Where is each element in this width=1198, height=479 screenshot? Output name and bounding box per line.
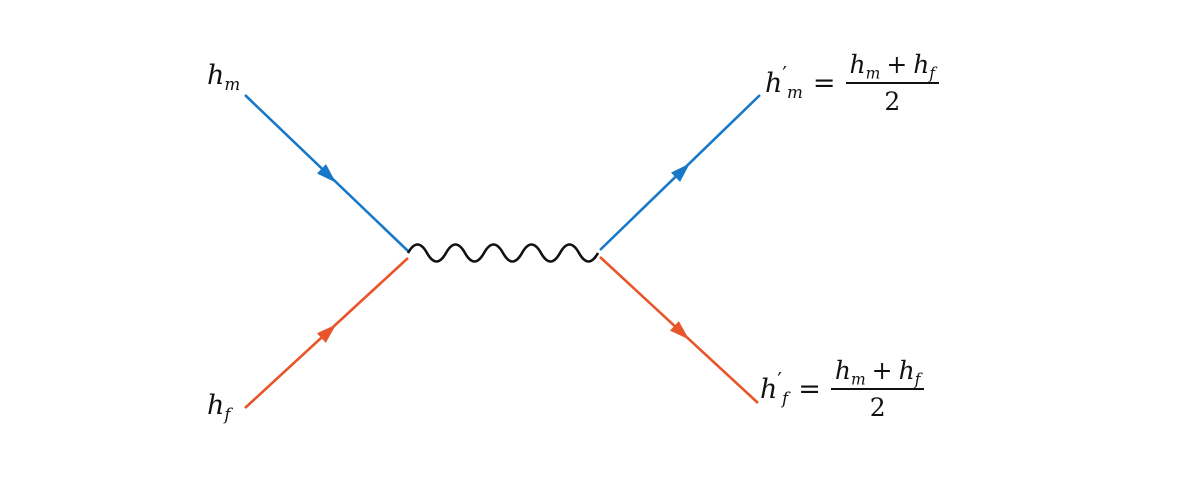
eq-top-numerator: hm+hf: [845, 50, 940, 84]
label-incoming-male: hm: [207, 60, 240, 92]
eq-bottom-num-sub1: m: [850, 370, 866, 389]
eq-top-num-h2: h: [913, 50, 930, 79]
eq-top-num-sub2: f: [929, 64, 936, 83]
eq-top-lhs-base: h: [765, 67, 783, 99]
eq-bottom-lhs-base: h: [760, 373, 778, 405]
incoming-female-arrow-icon: [316, 324, 337, 343]
label-incoming-male-base: h: [207, 60, 225, 91]
label-incoming-male-sub: m: [224, 73, 241, 94]
label-incoming-female-sub: f: [224, 403, 231, 424]
eq-top-lhs-prime: ′: [782, 61, 787, 86]
eq-bottom-lhs: h′f: [760, 369, 788, 405]
outgoing-male-arrow-icon: [671, 163, 690, 182]
eq-bottom-lhs-prime: ′: [777, 367, 782, 392]
label-incoming-female-base: h: [207, 390, 225, 421]
eq-top-num-h1: h: [849, 50, 866, 79]
eq-bottom-fraction: hm+hf 2: [830, 356, 925, 422]
outgoing-female-arrow-icon: [669, 321, 690, 340]
eq-bottom-denominator: 2: [869, 393, 886, 422]
eq-bottom-numerator: hm+hf: [830, 356, 925, 390]
incoming-male-arrow-icon: [317, 164, 336, 183]
eq-top-lhs-sub: m: [787, 81, 803, 102]
eq-bottom-plus: +: [871, 356, 893, 385]
eq-bottom-num-h2: h: [898, 356, 915, 385]
eq-bottom-num-h1: h: [834, 356, 851, 385]
eq-top-plus: +: [886, 50, 908, 79]
propagator-wave: [406, 243, 600, 263]
label-incoming-female: hf: [207, 390, 231, 422]
eq-bottom-lhs-sub: f: [782, 387, 789, 408]
eq-bottom-num-sub2: f: [914, 370, 921, 389]
eq-bottom-equals: =: [798, 373, 821, 405]
eq-top-num-sub1: m: [865, 64, 881, 83]
equation-outgoing-female: h′f = hm+hf 2: [760, 356, 925, 422]
eq-top-denominator: 2: [884, 87, 901, 116]
eq-top-lhs: h′m: [765, 63, 803, 99]
equation-outgoing-male: h′m = hm+hf 2: [765, 50, 940, 116]
eq-top-equals: =: [812, 67, 836, 99]
eq-top-fraction: hm+hf 2: [845, 50, 940, 116]
